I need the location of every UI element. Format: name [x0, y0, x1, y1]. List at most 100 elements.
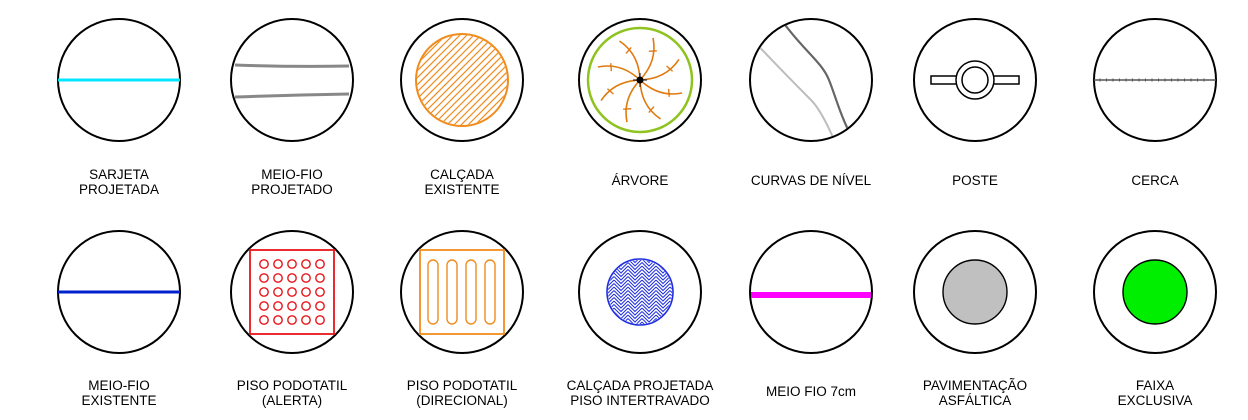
- tree-twig: [606, 88, 614, 95]
- tree-twig: [625, 46, 632, 54]
- label-curvas-de-nivel: CURVAS DE NÍVEL: [736, 173, 886, 188]
- directional-bar: [446, 259, 458, 325]
- label-line: EXISTENTE: [81, 393, 157, 408]
- alert-dot: [315, 301, 325, 311]
- alert-dot: [315, 315, 325, 325]
- label-piso-podotatil-direcional: PISO PODOTATIL(DIRECIONAL): [387, 378, 537, 408]
- gray-line-top: [234, 63, 350, 68]
- alert-dot: [273, 301, 283, 311]
- label-line: EXISTENTE: [424, 182, 500, 197]
- symbol-curvas-de-nivel: [749, 18, 873, 142]
- symbol-calcada-projetada: [578, 230, 702, 354]
- alert-dot: [287, 315, 297, 325]
- label-poste: POSTE: [900, 173, 1050, 188]
- alert-dot: [259, 259, 269, 269]
- alert-dot: [301, 287, 311, 297]
- tree-branch: [639, 79, 683, 95]
- tree-twig: [666, 65, 674, 72]
- label-line: MEIO-FIO: [88, 378, 150, 393]
- label-line: FAIXA: [1135, 378, 1175, 393]
- label-line: MEIO FIO 7cm: [765, 384, 856, 399]
- symbol-piso-podotatil-alerta: [230, 230, 354, 354]
- alert-dot: [259, 287, 269, 297]
- symbol-meio-fio-7cm: [749, 230, 873, 354]
- label-line: MEIO-FIO: [261, 167, 323, 182]
- label-line: CALÇADA PROJETADA: [566, 378, 714, 393]
- directional-bar: [427, 259, 439, 325]
- symbol-sarjeta-projetada: [57, 18, 181, 142]
- alert-dot: [287, 301, 297, 311]
- tree-twig: [610, 63, 613, 72]
- symbol-faixa-exclusiva: [1093, 230, 1217, 354]
- label-line: PISO PODOTATIL: [236, 378, 348, 393]
- label-line: PROJETADA: [78, 182, 159, 197]
- tree-twig: [667, 88, 670, 97]
- tree-branch: [597, 65, 641, 81]
- alert-dot: [273, 273, 283, 283]
- label-line: CERCA: [1131, 173, 1179, 188]
- label-line: PROJETADO: [251, 182, 333, 197]
- label-line: PISO PODOTATIL: [406, 378, 518, 393]
- lane-disk: [1122, 259, 1188, 325]
- alert-dot: [273, 315, 283, 325]
- asphalt-disk: [942, 259, 1008, 325]
- tree-twig: [648, 106, 655, 114]
- label-line: CALÇADA: [430, 167, 494, 182]
- label-cerca: CERCA: [1080, 173, 1230, 188]
- tree-branch: [625, 79, 641, 123]
- directional-bar: [465, 259, 477, 325]
- hatched-disk: [415, 33, 509, 127]
- gray-line-bottom: [234, 92, 350, 99]
- label-line: POSTE: [952, 173, 998, 188]
- alert-dot: [259, 315, 269, 325]
- alert-dot: [273, 287, 283, 297]
- symbol-poste: [913, 18, 1037, 142]
- alert-dot: [259, 301, 269, 311]
- tree-twig: [623, 107, 632, 110]
- label-meio-fio-7cm: MEIO FIO 7cm: [736, 384, 886, 399]
- tree-canopy-ring: [586, 26, 694, 134]
- symbol-arvore: [578, 18, 702, 142]
- label-line: EXCLUSIVA: [1117, 393, 1193, 408]
- alert-dot: [301, 315, 311, 325]
- alert-dot: [301, 301, 311, 311]
- alert-dot: [315, 259, 325, 269]
- symbol-cerca: [1093, 18, 1217, 142]
- label-line: PAVIMENTAÇÃO: [922, 378, 1028, 393]
- label-line: SARJETA: [89, 167, 149, 182]
- symbol-meio-fio-projetado: [230, 18, 354, 142]
- alert-dot: [287, 273, 297, 283]
- symbol-pavimentacao-asfaltica: [913, 230, 1037, 354]
- tree-branch: [639, 37, 655, 81]
- alert-dot: [315, 287, 325, 297]
- symbol-meio-fio-existente: [57, 230, 181, 354]
- label-line: ÁRVORE: [611, 173, 669, 188]
- alert-dot: [287, 287, 297, 297]
- label-line: CURVAS DE NÍVEL: [750, 173, 872, 188]
- label-line: ASFÁLTICA: [938, 393, 1012, 408]
- label-line: (ALERTA): [261, 393, 323, 408]
- symbol-calcada-existente: [400, 18, 524, 142]
- alert-dot: [301, 259, 311, 269]
- alert-dot: [287, 259, 297, 269]
- alert-dot: [301, 273, 311, 283]
- symbol-ring: [749, 18, 873, 142]
- label-piso-podotatil-alerta: PISO PODOTATIL(ALERTA): [217, 378, 367, 408]
- label-line: (DIRECIONAL): [416, 393, 508, 408]
- alert-dot: [315, 273, 325, 283]
- symbol-ring: [230, 18, 354, 142]
- pole-inner-ring: [961, 66, 989, 94]
- label-arvore: ÁRVORE: [565, 173, 715, 188]
- alert-dot: [273, 259, 283, 269]
- symbol-piso-podotatil-direcional: [400, 230, 524, 354]
- contour-dark: [772, 20, 860, 140]
- tree-twig: [648, 50, 657, 53]
